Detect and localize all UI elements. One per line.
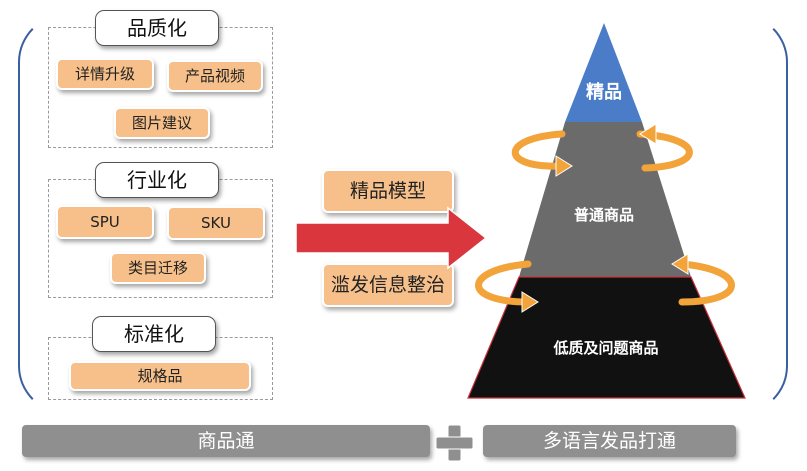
pyramid-top-label: 精品 xyxy=(586,82,622,103)
tag-category-migration: 类目迁移 xyxy=(110,252,206,284)
tag-spec-item: 规格品 xyxy=(69,361,251,391)
tag-sku: SKU xyxy=(167,206,265,240)
spam-cleanup-label: 滥发信息整治 xyxy=(322,263,454,307)
tag-spu: SPU xyxy=(56,205,154,239)
pyramid-bottom-label: 低质及问题商品 xyxy=(553,339,659,357)
standard-group-title: 标准化 xyxy=(92,316,216,352)
premium-model-label: 精品模型 xyxy=(322,169,454,213)
ring-arrowhead-icon xyxy=(639,123,657,145)
pyramid-top-layer xyxy=(565,23,642,122)
product-connect-bar: 商品通 xyxy=(22,425,430,457)
pyramid-middle-layer xyxy=(519,122,691,277)
ring-arrowhead-icon xyxy=(521,291,539,313)
ring-arrowhead-icon xyxy=(671,253,689,275)
tag-image-advice: 图片建议 xyxy=(114,107,210,139)
industry-group-title: 行业化 xyxy=(95,162,219,198)
multilang-publish-bar: 多语言发品打通 xyxy=(483,425,736,457)
ring-arrowhead-icon xyxy=(555,155,573,177)
quality-group-title: 品质化 xyxy=(95,10,219,46)
right-arrow-icon xyxy=(295,206,488,270)
pyramid-bottom-layer xyxy=(467,276,746,399)
plus-icon xyxy=(435,424,474,462)
rotation-arrow-icon xyxy=(475,130,735,306)
pyramid-middle-label: 普通商品 xyxy=(573,206,634,224)
tag-product-video: 产品视频 xyxy=(167,60,263,92)
outer-frame xyxy=(18,14,788,414)
tag-detail-upgrade: 详情升级 xyxy=(56,58,154,90)
